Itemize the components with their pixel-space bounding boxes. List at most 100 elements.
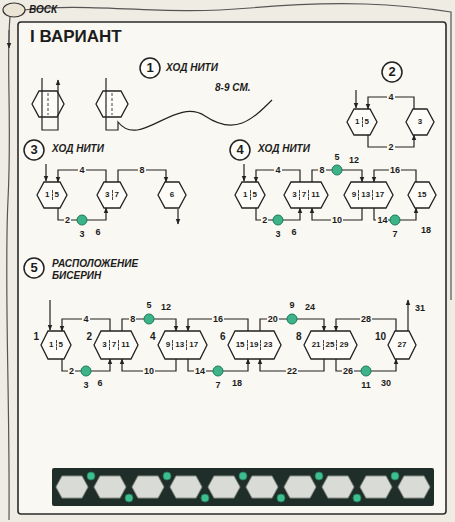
thread-number: 16 (389, 165, 401, 175)
wax-lump (3, 3, 25, 17)
number-row: 3 (406, 109, 434, 135)
thread-arrow (8, 30, 9, 48)
strip-bead (94, 476, 126, 498)
thread-start (45, 164, 46, 181)
thread-number: 2 (261, 215, 268, 225)
step-circle: 5 (23, 257, 45, 279)
circle-outline (24, 140, 44, 160)
number-row: 23711 (94, 331, 138, 359)
pass-number: 29 (337, 340, 350, 350)
hexagon-outline (406, 109, 434, 135)
step-circle: 1 (139, 57, 161, 79)
pass-number: 15 (416, 190, 429, 200)
bead-callout: 3 (83, 380, 88, 390)
bead-callout: 11 (361, 380, 371, 390)
bead-callout: 3 (79, 229, 84, 239)
hexagon-outline (158, 182, 186, 208)
circle-outline (24, 258, 44, 278)
strip-bead (322, 476, 354, 498)
bead-hole (48, 93, 49, 115)
number-row: 15 (235, 182, 265, 208)
green-bead (277, 494, 285, 502)
bead-hexagon: 6 (158, 182, 186, 208)
pass-number: 3 (100, 340, 109, 350)
thread-number: 12 (161, 302, 171, 312)
thread-number: 22 (286, 366, 298, 376)
thread-number: 18 (421, 225, 431, 235)
pass-number: 1 (43, 190, 52, 200)
pass-number: 7 (110, 340, 119, 350)
thread-number: 4 (82, 314, 89, 324)
hexagon-outline (228, 331, 281, 359)
pass-number: 7 (300, 190, 309, 200)
pass-number: 17 (187, 340, 200, 350)
green-bead (125, 494, 133, 502)
diagram-title: I ВАРИАНТ (30, 27, 122, 47)
bead-hexagon: 1027 (388, 331, 416, 359)
wax-label: ВОСК (29, 4, 57, 16)
thread-number: 6 (291, 227, 296, 237)
step-caption: ХОД НИТИ (258, 143, 310, 155)
thread-end (177, 209, 178, 224)
pass-number: 9 (350, 190, 359, 200)
hexagon-outline (235, 182, 265, 208)
pass-number: 23 (261, 340, 274, 350)
pass-number: 21 (310, 340, 324, 350)
pass-number: 11 (119, 340, 131, 350)
green-bead (87, 472, 95, 480)
bead-hexagon: 15 (347, 109, 377, 135)
number-row: 115 (41, 331, 71, 359)
bead-hexagon: 15 (408, 182, 436, 208)
hexagon-outline (388, 331, 416, 359)
pass-number: 1 (47, 340, 56, 350)
pass-number: 9 (164, 340, 173, 350)
thread-number: 24 (305, 302, 315, 312)
number-row: 91317 (344, 182, 393, 208)
strip-bead (398, 476, 430, 498)
thread-number: 20 (267, 314, 279, 324)
step-circle: 2 (381, 61, 403, 83)
pass-number: 5 (363, 117, 371, 127)
thread-number: 6 (97, 378, 102, 388)
pass-number: 25 (324, 340, 338, 350)
bead-hexagon: 15 (235, 182, 265, 208)
green-bead (315, 472, 323, 480)
pass-number: 15 (234, 340, 248, 350)
bead-hexagon (32, 91, 64, 117)
bead-number: 2 (86, 331, 92, 342)
hexagon-outline (41, 331, 71, 359)
thread-start (49, 300, 50, 330)
thread-start (355, 90, 356, 108)
pass-number: 19 (248, 340, 262, 350)
step-caption: ХОД НИТИ (166, 62, 218, 74)
strip-bead (360, 476, 392, 498)
step-circle: 3 (23, 139, 45, 161)
step-caption: ХОД НИТИ (52, 143, 104, 155)
length-note: 8-9 СМ. (215, 82, 251, 94)
step-number: 4 (229, 139, 251, 161)
hexagon-outline (344, 182, 393, 208)
bead-number: 4 (150, 331, 156, 342)
beadwork-strip (52, 468, 434, 506)
thread-number: 26 (342, 366, 354, 376)
pass-number: 7 (113, 190, 121, 200)
circle-outline (230, 140, 250, 160)
thread-number: 8 (318, 165, 325, 175)
pass-number: 6 (168, 190, 176, 200)
thread-number: 14 (376, 215, 388, 225)
bead-callout: 9 (289, 300, 294, 310)
green-bead (163, 472, 171, 480)
thread-number: 18 (232, 378, 242, 388)
bead-hexagon: 3711 (284, 182, 328, 208)
strip-bead (170, 476, 202, 498)
green-bead (353, 494, 361, 502)
green-bead (391, 472, 399, 480)
strip-bead (56, 476, 88, 498)
pass-number: 1 (241, 190, 250, 200)
green-bead (81, 366, 91, 376)
pass-number: 27 (396, 340, 409, 350)
thread-number: 4 (387, 92, 394, 102)
thread-number: 2 (68, 366, 75, 376)
green-bead (361, 366, 371, 376)
hexagon-outline (97, 182, 127, 208)
